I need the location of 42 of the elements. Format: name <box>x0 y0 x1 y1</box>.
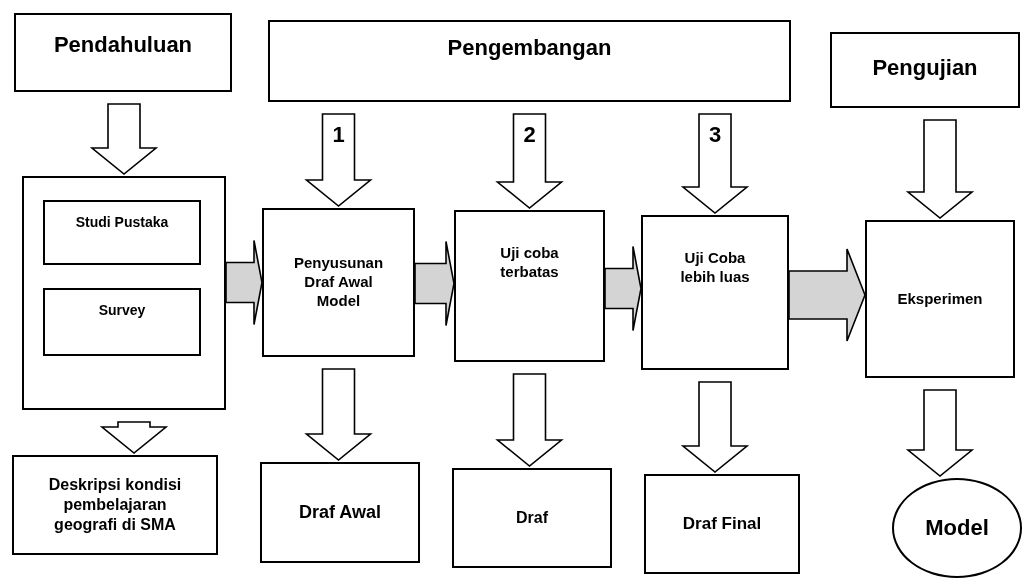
node-text: Eksperimen <box>897 289 983 309</box>
block-arrow <box>89 103 159 176</box>
process-box <box>14 13 232 92</box>
node-text: Studi Pustaka <box>75 214 169 232</box>
node-text: Uji coba terbatas <box>499 244 560 282</box>
node-text: Survey <box>98 302 146 320</box>
block-arrow <box>788 248 866 342</box>
block-arrow <box>680 381 750 474</box>
node-text: Penyusunan Draf Awal Model <box>292 254 385 311</box>
process-box <box>644 474 800 574</box>
block-arrow <box>225 239 263 326</box>
block-arrow <box>905 119 975 220</box>
block-arrow <box>304 368 373 462</box>
process-box <box>260 462 420 563</box>
node-text: Deskripsi kondisi pembelajaran geografi di SMA <box>47 475 183 535</box>
process-box <box>865 220 1015 378</box>
node-text: Pengujian <box>872 54 978 82</box>
block-arrow <box>495 373 564 468</box>
process-box <box>830 32 1020 108</box>
block-arrow <box>99 421 169 455</box>
process-box <box>641 215 789 370</box>
process-box <box>268 20 791 102</box>
process-box <box>452 468 612 568</box>
process-box <box>43 200 201 265</box>
node-text: Uji Coba lebih luas <box>679 249 751 287</box>
node-text: Pendahuluan <box>53 31 193 59</box>
process-box <box>12 455 218 555</box>
node-text: Draf <box>516 508 548 528</box>
block-arrow <box>495 113 564 210</box>
block-arrow <box>414 240 455 327</box>
process-box <box>454 210 605 362</box>
process-box <box>262 208 415 357</box>
block-arrow <box>905 389 975 478</box>
node-text: Model <box>925 514 989 542</box>
block-arrow <box>680 113 750 215</box>
process-box <box>43 288 201 356</box>
node-text: Draf Awal <box>299 501 381 524</box>
node-text: Pengembangan <box>447 34 612 62</box>
block-arrow <box>604 245 642 332</box>
block-arrow <box>304 113 373 208</box>
node-text: Draf Final <box>682 513 762 535</box>
group-box <box>22 176 226 410</box>
